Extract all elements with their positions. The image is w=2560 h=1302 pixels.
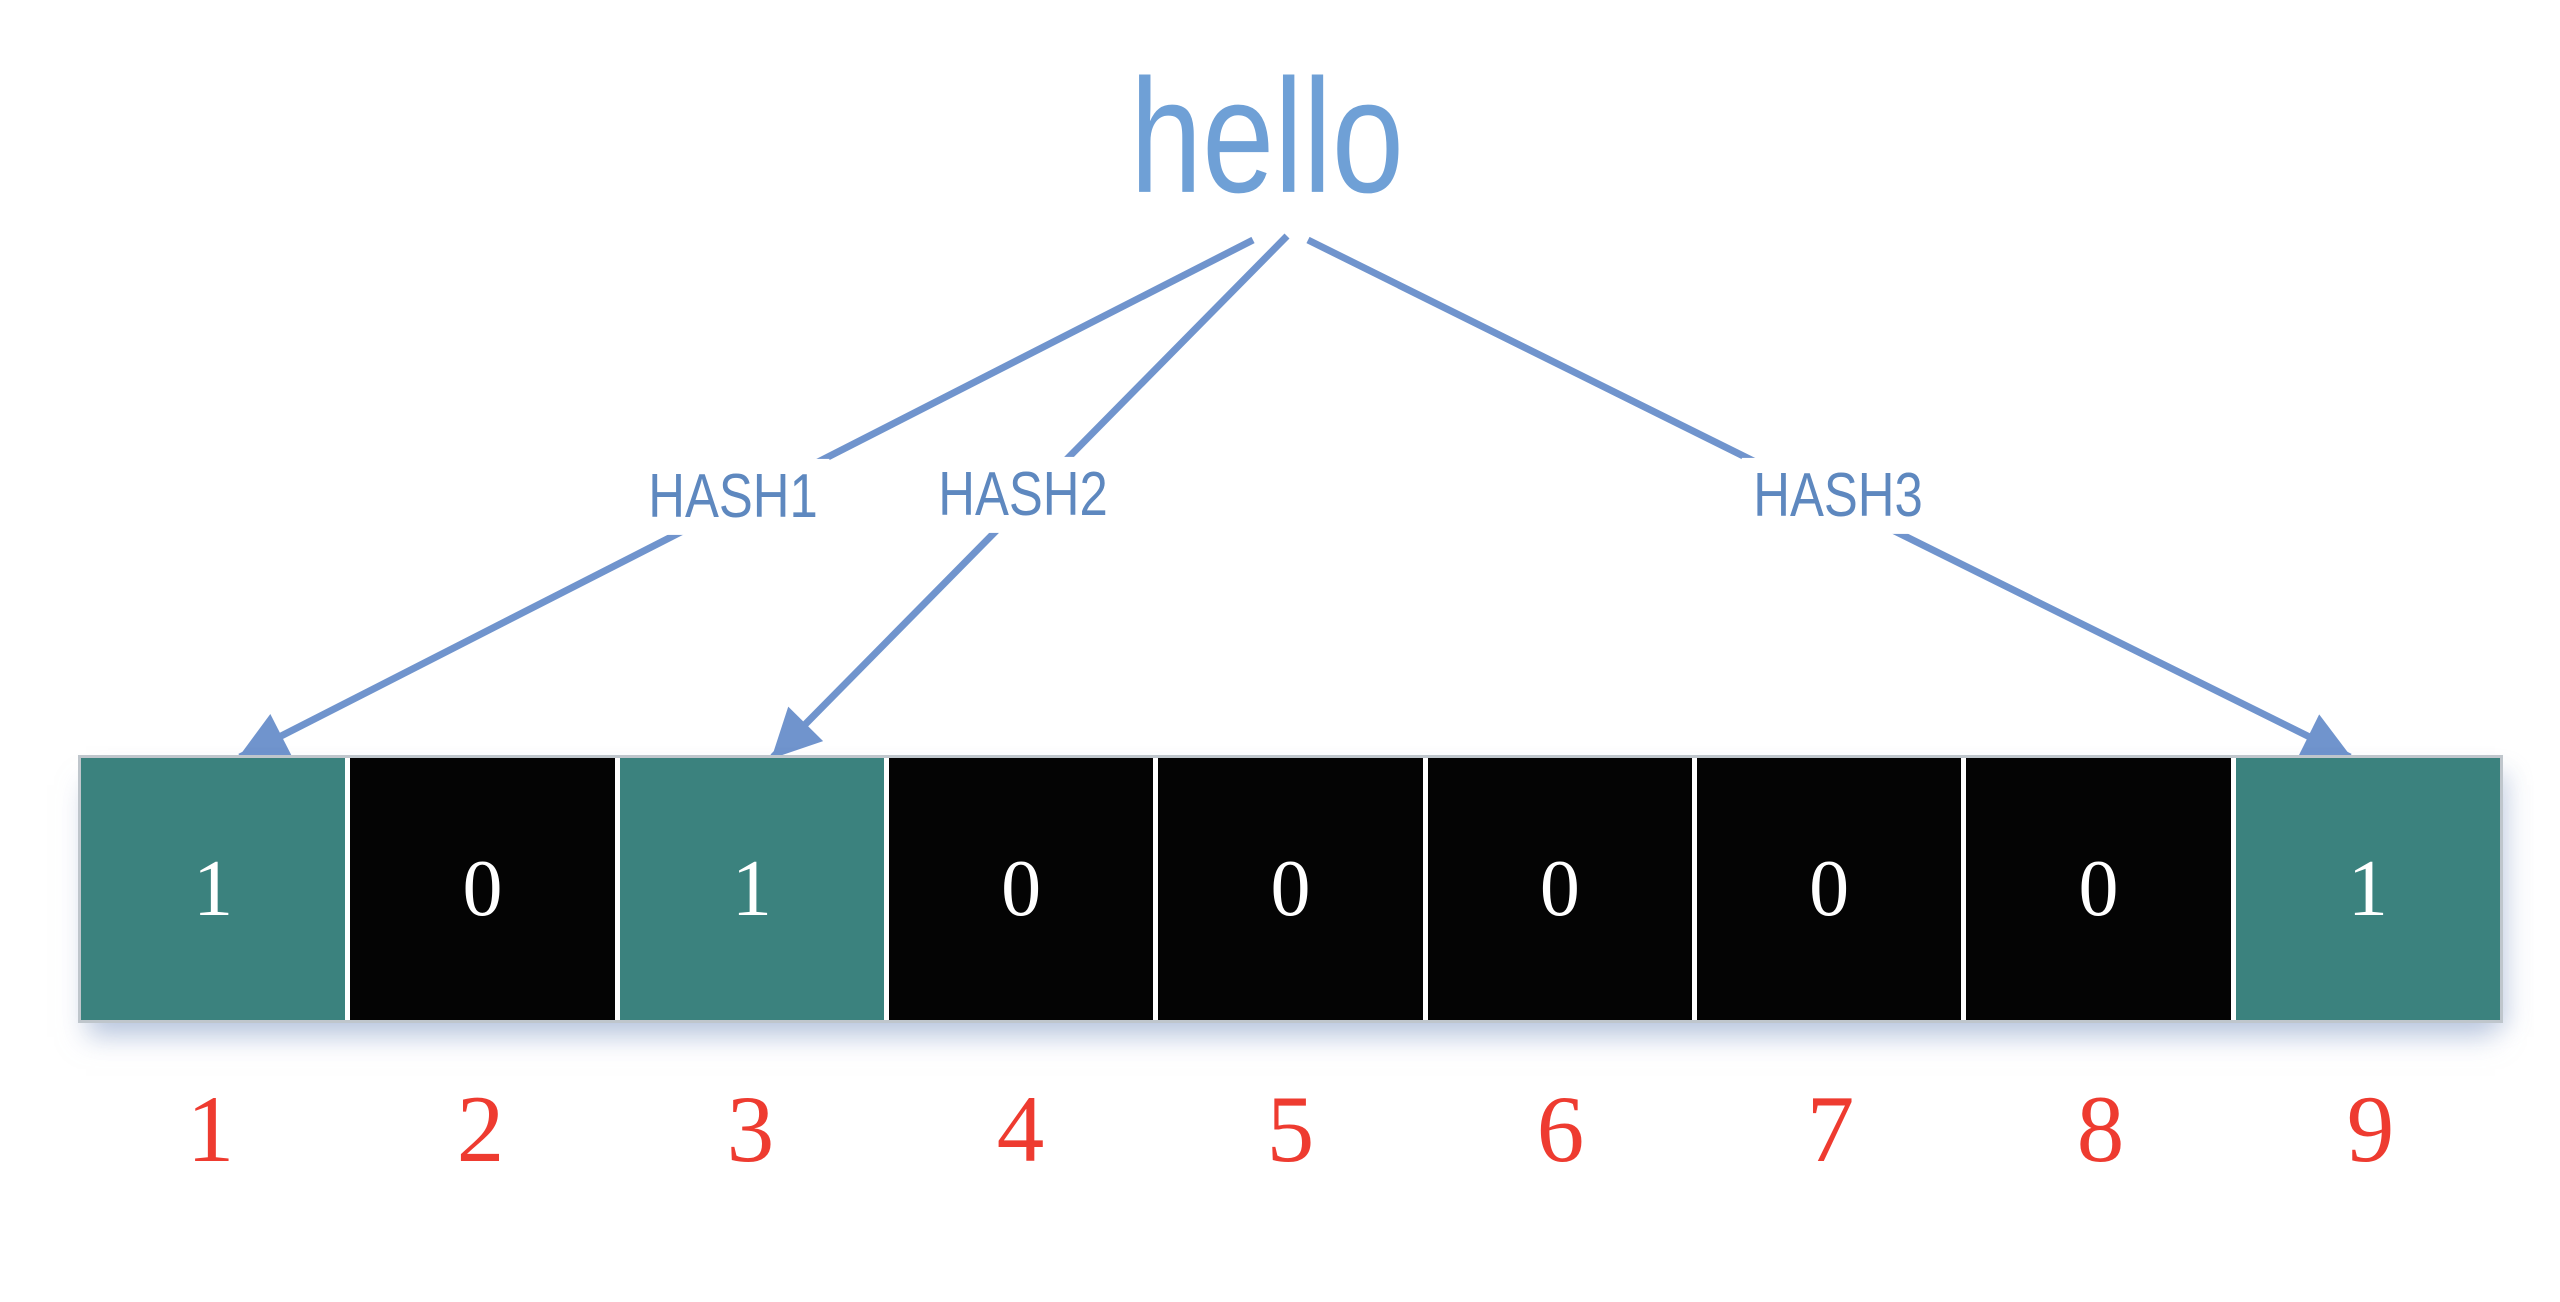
bit-cell-value: 1	[2347, 844, 2388, 933]
cell-index-label: 8	[2076, 1076, 2125, 1182]
cell-index-label: 7	[1806, 1076, 1855, 1182]
hash3-label: HASH3	[1741, 457, 1935, 535]
bit-array: 1 0 1 0 0 0 0 0 1	[78, 755, 2503, 1023]
input-word: hello	[1130, 45, 1404, 227]
bit-cell-value: 1	[193, 844, 234, 933]
cell-index-label: 4	[996, 1076, 1045, 1182]
bit-cell-value: 0	[1001, 844, 1042, 933]
bit-cell-9: 1	[2235, 758, 2500, 1020]
cell-index-label: 6	[1536, 1076, 1585, 1182]
bit-cell-value: 0	[1809, 844, 1850, 933]
bit-cell-3: 1	[619, 758, 884, 1020]
cell-index-label: 9	[2346, 1076, 2395, 1182]
cell-index-label: 1	[186, 1076, 235, 1182]
bit-cell-2: 0	[350, 758, 615, 1020]
bit-cell-value: 0	[1270, 844, 1311, 933]
bit-cell-8: 0	[1966, 758, 2231, 1020]
cell-index-label: 5	[1266, 1076, 1315, 1182]
cell-index-label: 2	[456, 1076, 505, 1182]
bit-cell-6: 0	[1427, 758, 1692, 1020]
bit-cell-1: 1	[81, 758, 346, 1020]
cell-index-label: 3	[726, 1076, 775, 1182]
bit-cell-5: 0	[1158, 758, 1423, 1020]
bit-cell-value: 0	[462, 844, 503, 933]
hash2-label: HASH2	[926, 456, 1120, 534]
bit-cell-value: 0	[1539, 844, 1580, 933]
bit-cell-4: 0	[889, 758, 1154, 1020]
hash1-label: HASH1	[636, 458, 830, 536]
bit-cell-value: 1	[731, 844, 772, 933]
bit-cell-7: 0	[1697, 758, 1962, 1020]
bit-cell-value: 0	[2078, 844, 2119, 933]
